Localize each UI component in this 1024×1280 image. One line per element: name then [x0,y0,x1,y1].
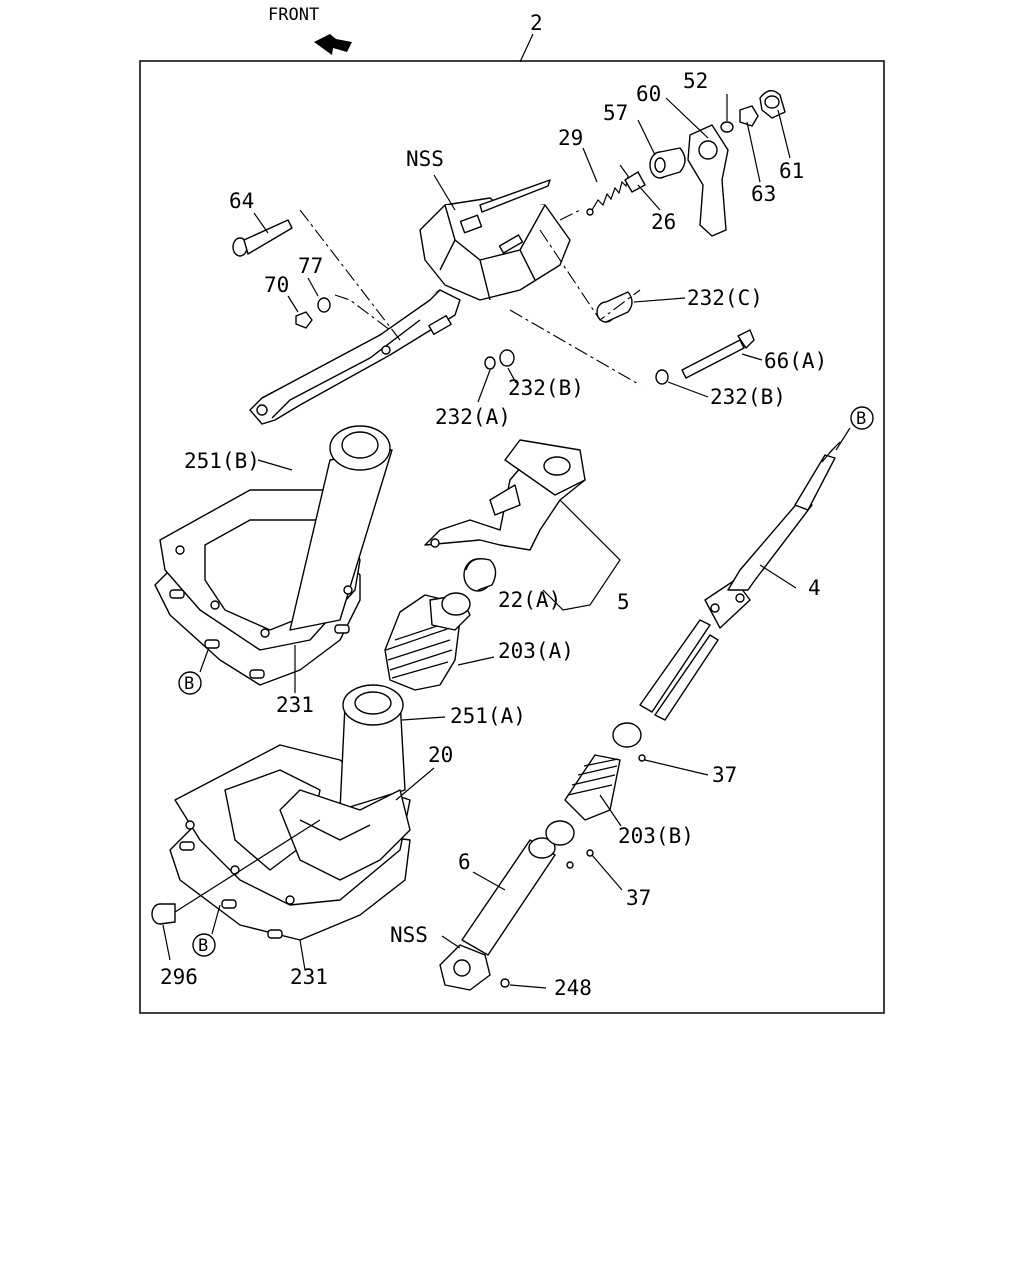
column-bracket-5 [424,439,586,551]
leader-296-to-boot [174,819,321,913]
ref-marker-b-boot-upper: B [178,671,202,695]
callout-203a: 203(A) [498,639,574,663]
washer-part [720,121,734,133]
leader-assembly [519,33,534,63]
callout-63: 63 [751,182,776,206]
assembly-line-5 [559,209,581,221]
callout-61: 61 [779,159,804,183]
callout-4: 4 [808,576,821,600]
ref-marker-b-shaft: B [850,406,874,430]
washer-part-77 [317,297,331,313]
assembly-line-2 [334,294,391,331]
assembly-number: 2 [530,11,543,35]
callout-5: 5 [617,590,630,614]
assembly-line-3 [539,229,641,321]
callout-66a: 66(A) [764,349,827,373]
callout-203b: 203(B) [618,824,694,848]
callout-77: 77 [298,254,323,278]
callout-nss-top: NSS [406,147,444,171]
callout-70: 70 [264,273,289,297]
bolt-part [232,219,293,257]
boot-203b [564,754,621,821]
callout-251b: 251(B) [184,449,260,473]
clamp-37-lower [545,820,594,869]
svg-text:B: B [856,409,866,429]
callout-22a: 22(A) [498,588,561,612]
leader-lines [162,94,851,989]
callout-231-upper: 231 [276,693,314,717]
callout-20: 20 [428,743,453,767]
front-label: FRONT [268,5,319,25]
front-arrow-icon [314,34,352,55]
diagram-frame [139,60,885,1014]
lower-shaft-6 [439,837,556,991]
bushing-part-232b-right [655,369,669,385]
nut-part-70 [295,311,313,329]
callout-232c: 232(C) [687,286,763,310]
ref-marker-b-boot-lower: B [192,933,216,957]
callout-52: 52 [683,69,708,93]
callout-57: 57 [603,101,628,125]
callout-232b-right: 232(B) [710,385,786,409]
callout-37-lower: 37 [626,886,651,910]
bushing-part [649,147,686,179]
lever-part [687,124,729,237]
bushing-part-232c [596,291,633,323]
steering-shaft-4 [639,441,841,721]
callout-37-upper: 37 [712,763,737,787]
retainer-20 [279,789,411,881]
svg-text:B: B [198,936,208,956]
callout-64: 64 [229,189,254,213]
shift-lever-bracket [249,179,571,425]
assembly-line-1 [299,209,401,341]
nut-part [739,105,759,127]
callout-296: 296 [160,965,198,989]
callout-231-lower: 231 [290,965,328,989]
rubber-22a [463,558,497,592]
callout-6: 6 [458,850,471,874]
callout-60: 60 [636,82,661,106]
callout-248: 248 [554,976,592,1000]
callout-232b-left: 232(B) [508,376,584,400]
callout-251a: 251(A) [450,704,526,728]
callout-29: 29 [558,126,583,150]
boot-251b [154,425,393,686]
boot-203a [384,592,471,691]
svg-text:B: B [184,674,194,694]
bushing-part-232b-left [499,349,515,367]
clip-296 [151,903,176,925]
callout-nss-bottom: NSS [390,923,428,947]
callout-26: 26 [651,210,676,234]
bolt-part-66a [681,339,745,379]
bushing-part-232a [484,356,496,370]
callout-232a: 232(A) [435,405,511,429]
assembly-line-4 [509,309,641,386]
clamp-37-upper [612,722,646,762]
